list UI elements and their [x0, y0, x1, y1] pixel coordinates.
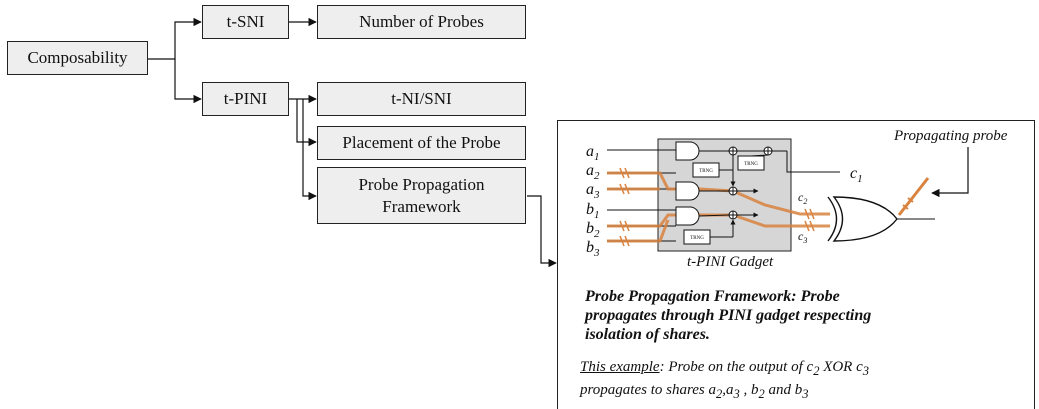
- internal-wires: [698, 150, 840, 238]
- example-explanation: This example: Probe on the output of c2 …: [580, 358, 1030, 404]
- framework-description: Probe Propagation Framework: Probe propa…: [585, 288, 872, 343]
- tsni-label: t-SNI: [226, 12, 265, 32]
- placement-label: Placement of the Probe: [342, 133, 501, 153]
- output-labels: c1 c2 c3: [798, 165, 863, 245]
- and-gate-2: [675, 181, 700, 201]
- svg-text:b3: b3: [586, 239, 600, 259]
- example-panel: [557, 120, 1035, 409]
- example-line-2: propagates to shares a2,a3 , b2 and b3: [580, 382, 809, 401]
- gadget-caption: t-PINI Gadget: [687, 254, 774, 270]
- output-xor-gate: [827, 196, 898, 242]
- propagation-framework-box: Probe Propagation Framework: [317, 167, 526, 224]
- input-labels: a1 a2 a3 b1 b2 b3: [586, 143, 600, 259]
- probe-hash-marks: [619, 167, 815, 247]
- example-line-1: This example: Probe on the output of c2 …: [580, 359, 870, 378]
- and-gate-3: [675, 206, 700, 226]
- probe-icon: [897, 177, 930, 216]
- probe-pointer-arrow: [931, 147, 969, 198]
- number-of-probes-label: Number of Probes: [359, 12, 484, 32]
- and-gates: [675, 141, 700, 226]
- trng-boxes: [683, 155, 765, 245]
- svg-text:c2: c2: [798, 190, 807, 206]
- xor-cross: [729, 147, 772, 219]
- trng-label-1: TRNG: [699, 169, 713, 174]
- svg-text:a2: a2: [586, 162, 600, 182]
- composability-box: Composability: [7, 41, 148, 75]
- svg-text:b2: b2: [586, 220, 600, 240]
- tsni-box: t-SNI: [202, 5, 289, 39]
- and-gate-1: [675, 141, 700, 161]
- connector-propagation-example: [527, 195, 557, 268]
- propagation-framework-label: Probe Propagation Framework: [358, 175, 485, 216]
- trng-label-3: TRNG: [690, 236, 704, 241]
- propagating-probe-label: Propagating probe: [893, 128, 1008, 144]
- connector-tpini-propagation: [302, 99, 317, 201]
- connector-root-tpini: [174, 59, 202, 104]
- svg-text:c1: c1: [850, 165, 863, 185]
- tpini-label: t-PINI: [223, 89, 268, 109]
- composability-label: Composability: [27, 48, 128, 68]
- trng-label-2: TRNG: [744, 162, 758, 167]
- svg-text:b1: b1: [586, 201, 600, 221]
- tni-sni-label: t-NI/SNI: [391, 89, 452, 109]
- number-of-probes-box: Number of Probes: [317, 5, 526, 39]
- placement-box: Placement of the Probe: [317, 126, 526, 160]
- connector-root-tsni: [148, 17, 202, 60]
- svg-text:a3: a3: [586, 181, 600, 201]
- tni-sni-box: t-NI/SNI: [317, 82, 526, 116]
- svg-text:a1: a1: [586, 143, 600, 163]
- svg-text:c3: c3: [798, 229, 807, 245]
- connector-tpini-placement: [296, 99, 317, 147]
- tpini-box: t-PINI: [202, 82, 289, 116]
